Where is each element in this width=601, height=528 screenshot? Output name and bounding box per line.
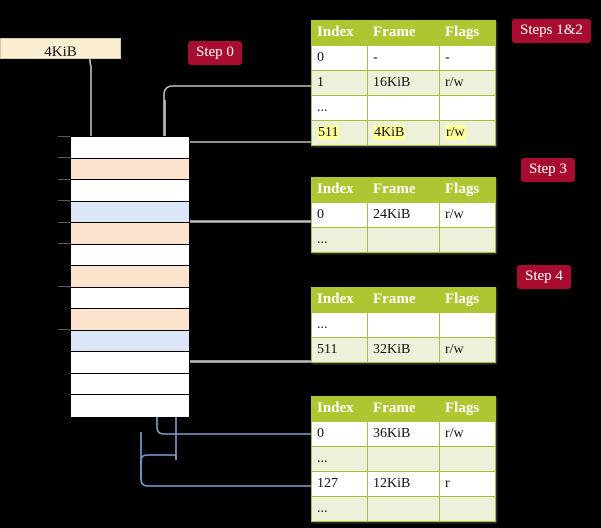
highlighted-value: r/w <box>445 124 466 140</box>
badge-step4: Step 4 <box>517 265 571 289</box>
memory-tick-mark <box>58 329 70 330</box>
cell-flags <box>439 227 496 253</box>
cell-flags <box>439 312 496 338</box>
table-row: 511 4KiB r/w <box>311 120 496 146</box>
memory-frame-row <box>71 244 189 266</box>
table-row: 0-- <box>311 45 496 71</box>
cell-frame <box>367 496 440 522</box>
memory-tick-mark <box>58 286 70 287</box>
cell-index: 511 <box>311 120 368 146</box>
memory-frame-row <box>71 330 189 352</box>
cell-flags: r/w <box>439 70 496 96</box>
table-row: ... <box>311 95 496 121</box>
wire-blue-127-run <box>140 432 311 487</box>
memory-tick-mark <box>58 157 70 158</box>
memory-frame-row <box>71 223 189 245</box>
cell-index: ... <box>311 312 368 338</box>
table-row: ... <box>311 312 496 338</box>
column-header-index: Index <box>311 287 368 313</box>
source-frame-box: 4KiB <box>0 38 121 60</box>
badge-step3: Step 3 <box>521 158 575 182</box>
cell-flags <box>439 446 496 472</box>
cell-frame: 12KiB <box>367 471 440 497</box>
cell-frame <box>367 446 440 472</box>
cell-frame <box>367 95 440 121</box>
cell-index: 127 <box>311 471 368 497</box>
column-header-frame: Frame <box>367 177 440 203</box>
cell-index: 0 <box>311 421 368 447</box>
cell-flags: - <box>439 45 496 71</box>
memory-frame-row <box>71 309 189 331</box>
cell-frame: 32KiB <box>367 337 440 363</box>
column-header-flags: Flags <box>439 396 496 422</box>
cell-index: 511 <box>311 337 368 363</box>
column-header-index: Index <box>311 177 368 203</box>
memory-tick-mark <box>58 222 70 223</box>
column-header-index: Index <box>311 396 368 422</box>
memory-frame-row <box>71 158 189 180</box>
cell-flags: r/w <box>439 202 496 228</box>
highlighted-value: 4KiB <box>373 124 406 140</box>
memory-frame-row <box>71 266 189 288</box>
column-header-flags: Flags <box>439 20 496 46</box>
column-header-frame: Frame <box>367 287 440 313</box>
memory-frame-row <box>71 287 189 309</box>
cell-frame: 36KiB <box>367 421 440 447</box>
memory-frame-row <box>71 373 189 395</box>
wire-step3-elbow-row7 <box>178 221 311 280</box>
memory-frame-row <box>71 137 189 159</box>
cell-flags: r/w <box>439 421 496 447</box>
cell-frame <box>367 227 440 253</box>
cell-index: ... <box>311 446 368 472</box>
cell-frame <box>367 312 440 338</box>
cell-flags: r <box>439 471 496 497</box>
memory-frame-row <box>71 180 189 202</box>
badge-steps12: Steps 1&2 <box>512 19 591 43</box>
cell-index: 1 <box>311 70 368 96</box>
column-header-flags: Flags <box>439 177 496 203</box>
memory-frame-row <box>71 395 189 417</box>
column-header-index: Index <box>311 20 368 46</box>
table-row: ... <box>311 446 496 472</box>
cell-index: ... <box>311 95 368 121</box>
memory-tick-mark <box>58 179 70 180</box>
cell-frame: - <box>367 45 440 71</box>
memory-tick-mark <box>58 200 70 201</box>
cell-frame: 24KiB <box>367 202 440 228</box>
column-header-frame: Frame <box>367 396 440 422</box>
cell-index: 0 <box>311 202 368 228</box>
cell-frame: 4KiB <box>367 120 440 146</box>
memory-frame-row <box>71 352 189 374</box>
memory-tick-mark <box>58 136 70 137</box>
cell-flags <box>439 496 496 522</box>
badge-step0: Step 0 <box>188 41 242 65</box>
table-row: ... <box>311 227 496 253</box>
column-header-frame: Frame <box>367 20 440 46</box>
memory-frame-row <box>71 201 189 223</box>
highlighted-value: 511 <box>317 124 340 140</box>
cell-flags: r/w <box>439 120 496 146</box>
physical-memory-column <box>70 136 190 417</box>
cell-index: 0 <box>311 45 368 71</box>
cell-flags: r/w <box>439 337 496 363</box>
memory-tick-mark <box>58 243 70 244</box>
cell-index: ... <box>311 496 368 522</box>
wire-blue-127-join <box>140 454 177 479</box>
column-header-flags: Flags <box>439 287 496 313</box>
table-row: ... <box>311 496 496 522</box>
cell-frame: 16KiB <box>367 70 440 96</box>
cell-index: ... <box>311 227 368 253</box>
wire-step4-elbow-row9 <box>173 322 311 363</box>
cell-flags <box>439 95 496 121</box>
